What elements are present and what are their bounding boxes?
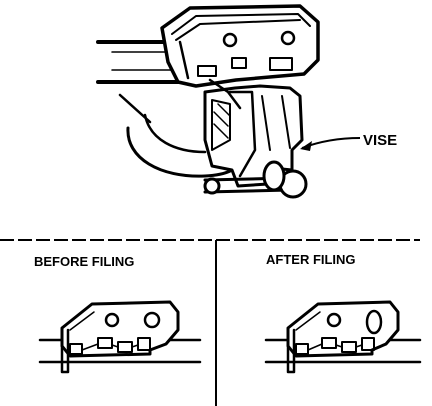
part-tab bbox=[361, 337, 375, 351]
vise-label: VISE bbox=[363, 132, 397, 149]
before-filing-part bbox=[38, 300, 202, 374]
vise-callout: VISE bbox=[300, 132, 397, 151]
part-tab-link bbox=[307, 343, 363, 351]
plate-hole bbox=[280, 30, 296, 46]
plate-tab bbox=[269, 57, 293, 71]
vise-arrowhead bbox=[300, 141, 312, 151]
after-filing-part bbox=[264, 300, 422, 374]
part-plate-lip bbox=[286, 326, 296, 374]
part-tab bbox=[69, 343, 83, 355]
part-tab bbox=[321, 337, 337, 349]
plate-tab bbox=[231, 57, 247, 69]
vise-illustration bbox=[96, 4, 320, 199]
part-hole-round bbox=[143, 311, 161, 329]
part-plate-edge bbox=[295, 311, 321, 331]
part-plate-lip bbox=[60, 326, 70, 374]
vise-body-edge bbox=[261, 95, 291, 151]
vise-base-edge bbox=[118, 93, 152, 124]
plate-tab bbox=[197, 65, 217, 77]
part-tab-link bbox=[81, 343, 139, 351]
vise-jaw bbox=[228, 90, 257, 178]
clamped-plate-edge bbox=[171, 13, 311, 41]
vise-jaw-slot bbox=[211, 99, 231, 151]
part-tab bbox=[295, 343, 309, 355]
part-hole-elongated bbox=[365, 309, 383, 335]
vise-jaw-hatch bbox=[213, 103, 231, 139]
clamped-plate bbox=[160, 4, 320, 88]
part-hole bbox=[326, 312, 342, 328]
part-plate-edge bbox=[69, 311, 95, 331]
plate-hole bbox=[222, 32, 238, 48]
before-filing-label: BEFORE FILING bbox=[34, 254, 134, 269]
part-hole bbox=[104, 312, 120, 328]
vise-handle-end bbox=[203, 177, 221, 195]
vise-screw-collar bbox=[262, 160, 286, 192]
plate-bend bbox=[208, 78, 242, 110]
vise-base-inner bbox=[143, 113, 207, 154]
part-tab bbox=[137, 337, 151, 351]
after-filing-label: AFTER FILING bbox=[266, 252, 356, 267]
clamped-plate-lip bbox=[166, 40, 190, 84]
part-tab bbox=[97, 337, 113, 349]
part-plate bbox=[60, 300, 180, 358]
